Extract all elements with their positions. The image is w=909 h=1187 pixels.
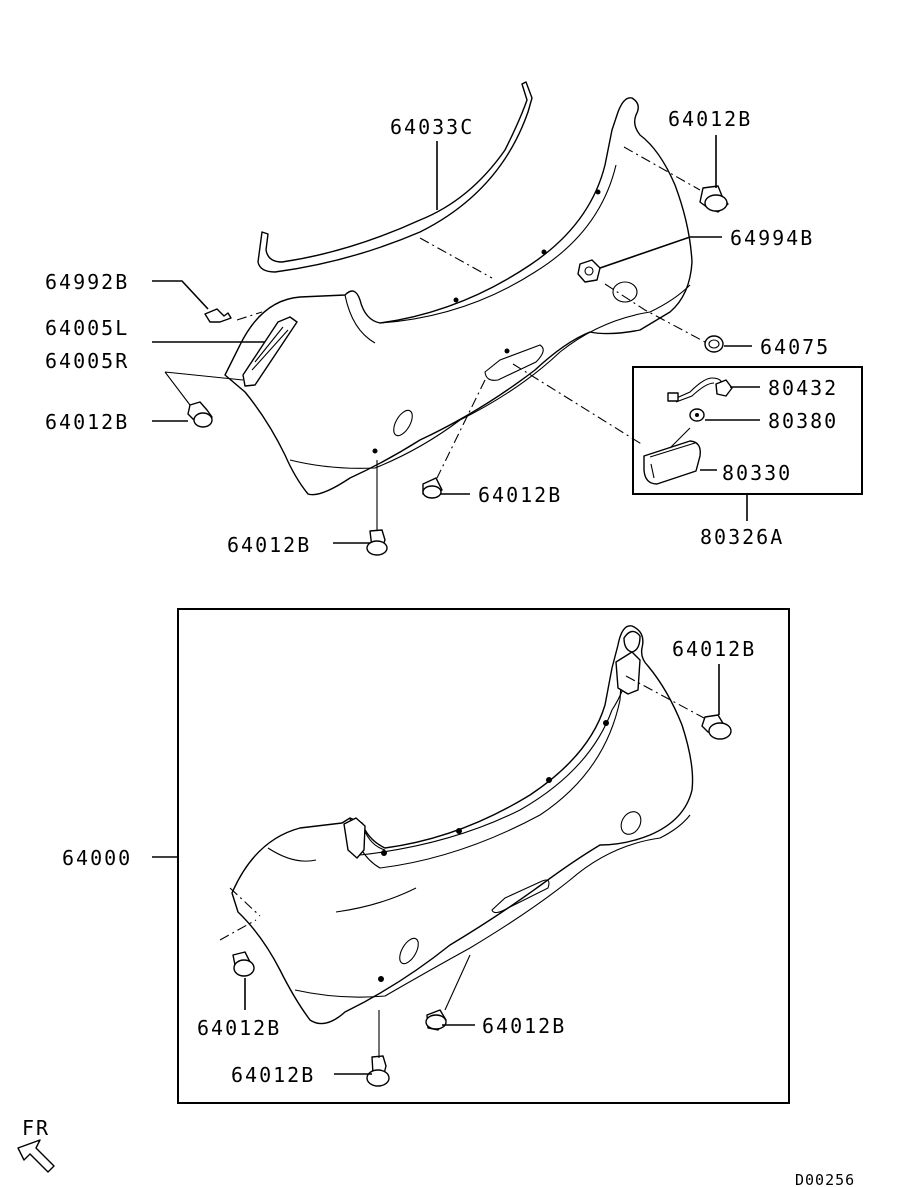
label-64012B-box-bottom: 64012B <box>231 1063 315 1087</box>
front-direction-arrow-icon <box>17 1139 55 1173</box>
bumper-cover-upper <box>224 97 693 496</box>
clip-64012B-box-left <box>232 951 255 977</box>
gasket-80380 <box>689 408 705 422</box>
front-direction-label: FR <box>22 1116 50 1140</box>
clip-64012B-left <box>187 401 213 428</box>
clip-64012B-mid <box>422 477 443 499</box>
grommet-64994B <box>577 259 601 283</box>
wire-harness-80432 <box>667 377 733 403</box>
label-64994B: 64994B <box>730 226 814 250</box>
bumper-cover-assembled <box>231 625 694 1025</box>
assembly-line-5 <box>436 379 486 479</box>
label-64992B: 64992B <box>45 270 129 294</box>
label-64012B-bottom: 64012B <box>227 533 311 557</box>
label-64012B-left: 64012B <box>45 410 129 434</box>
assembly-line-3 <box>604 283 706 343</box>
clip-64012B-box-bottom <box>366 1055 390 1087</box>
weatherstrip-64033C <box>257 81 533 273</box>
label-80380: 80380 <box>768 409 838 433</box>
assembly-line-box-3 <box>219 919 257 941</box>
clip-64012B-box-mid <box>425 1009 447 1031</box>
lamp-wire-link <box>669 427 691 449</box>
leader-64012B-left-branch <box>164 371 244 406</box>
leader-64992B <box>152 280 209 310</box>
clip-64012B-top <box>699 185 729 213</box>
drawing-id: D00256 <box>795 1171 855 1187</box>
label-64012B-mid: 64012B <box>478 483 562 507</box>
assembly-line-4 <box>512 363 644 446</box>
label-80330: 80330 <box>722 461 792 485</box>
leader-64994B <box>599 236 722 269</box>
label-80326A: 80326A <box>700 525 784 549</box>
plug-64075 <box>704 335 724 353</box>
label-64012B-box-right: 64012B <box>672 637 756 661</box>
assembly-line-box-1 <box>625 675 705 719</box>
assembly-line-1 <box>623 146 701 191</box>
assembly-line-2 <box>419 237 493 279</box>
clip-64012B-bottom <box>366 529 388 556</box>
label-64033C: 64033C <box>390 115 474 139</box>
label-64000: 64000 <box>62 846 132 870</box>
assembly-box-64000 <box>177 608 790 1104</box>
subassembly-box-80326A <box>632 366 863 495</box>
label-64012B-box-mid: 64012B <box>482 1014 566 1038</box>
assembly-line-6 <box>236 311 263 321</box>
label-64012B-box-left: 64012B <box>197 1016 281 1040</box>
lamp-80330 <box>643 440 701 485</box>
reflector-bracket-64005 <box>242 316 298 387</box>
screw-64992B <box>204 308 232 323</box>
label-64005L: 64005L <box>45 316 129 340</box>
assembly-line-box-2 <box>229 887 261 917</box>
label-80432: 80432 <box>768 376 838 400</box>
label-64075: 64075 <box>760 335 830 359</box>
label-64005R: 64005R <box>45 349 129 373</box>
label-64012B-top: 64012B <box>668 107 752 131</box>
clip-64012B-box-right <box>701 714 732 740</box>
leader-64012B-box-mid-diag <box>444 954 471 1011</box>
